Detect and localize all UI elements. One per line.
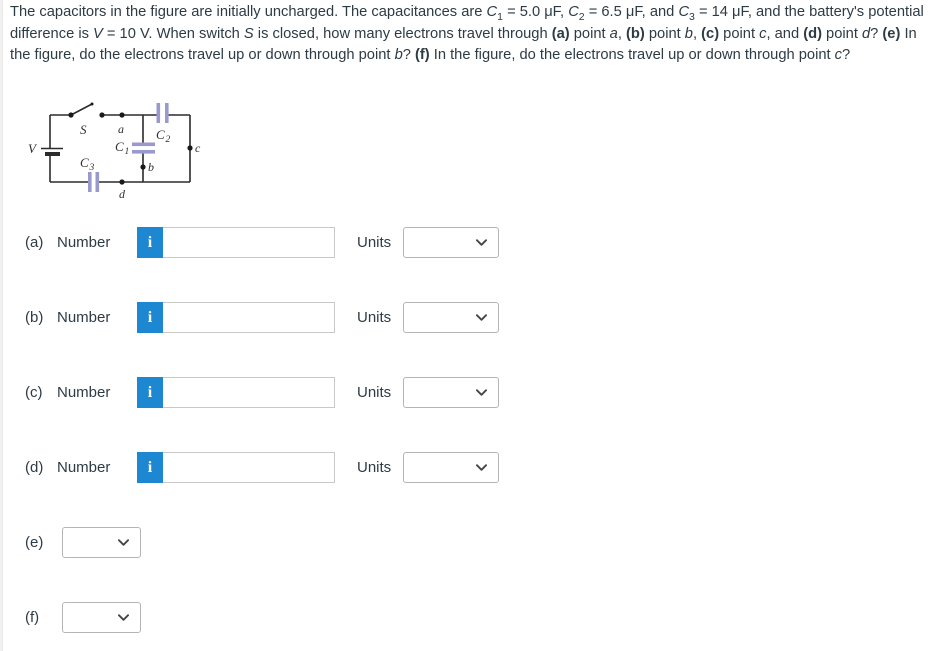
capacitor2-plate-left [156,103,161,123]
answer-row-b: (b) Number i Units [0,302,942,333]
label-point-b: b [148,160,154,174]
info-button[interactable]: i [137,227,163,258]
label-cap3-sub: 3 [89,163,95,173]
info-button[interactable]: i [137,302,163,333]
direction-select[interactable] [62,602,141,633]
part-label: (d) [25,459,44,476]
info-icon: i [147,458,153,476]
answer-row-e: (e) [0,527,942,558]
units-select-wrap [403,377,499,408]
units-label: Units [357,384,392,401]
capacitor3-plate-right [95,172,100,192]
label-switch: S [80,122,87,137]
label-cap1-sub: 1 [125,147,130,157]
label-point-d: d [119,187,126,201]
direction-select[interactable] [62,527,141,558]
capacitor1-plate-top [132,142,155,147]
part-label: (a) [25,234,44,251]
number-field-group: i [137,227,335,258]
number-field-group: i [137,302,335,333]
question-text: The capacitors in the figure are initial… [10,4,924,64]
switch-blade [70,103,93,116]
part-label: (f) [25,609,40,626]
circuit-figure: V S a C 2 c C 1 b C 3 d [28,102,201,201]
answer-row-a: (a) Number i Units [0,227,942,258]
number-field-group: i [137,377,335,408]
units-select[interactable] [403,377,499,408]
direction-select-wrap [62,527,141,558]
number-input[interactable] [163,452,335,483]
number-field-group: i [137,452,335,483]
label-point-a: a [118,122,124,136]
label-cap1-base: C [115,139,124,154]
label-cap2-sub: 2 [166,135,171,145]
label-cap3-base: C [80,155,89,170]
capacitor1-plate-bottom [132,150,155,154]
units-label: Units [357,234,392,251]
units-select-wrap [403,452,499,483]
capacitor2-plate-right [165,103,169,123]
node-b [140,164,146,170]
node-d [119,179,125,185]
units-select-wrap [403,227,499,258]
direction-select-wrap [62,602,141,633]
switch-node-right [99,112,105,118]
node-c [187,145,193,151]
units-select-wrap [403,302,499,333]
answer-row-d: (d) Number i Units [0,452,942,483]
switch-node-left [68,112,74,118]
number-label: Number [57,309,111,326]
info-icon: i [147,233,153,251]
number-label: Number [57,234,111,251]
label-battery: V [28,141,38,156]
number-input[interactable] [163,302,335,333]
part-label: (e) [25,534,44,551]
part-label: (b) [25,309,44,326]
node-a [119,112,125,118]
info-icon: i [147,308,153,326]
number-input[interactable] [163,377,335,408]
capacitor3-plate-left [88,172,92,192]
units-select[interactable] [403,452,499,483]
number-label: Number [57,384,111,401]
units-label: Units [357,309,392,326]
number-input[interactable] [163,227,335,258]
info-icon: i [147,383,153,401]
answer-row-f: (f) [0,602,942,633]
page-left-edge [0,0,3,651]
label-point-c: c [195,141,201,155]
label-cap2-base: C [156,127,165,142]
units-select[interactable] [403,227,499,258]
answer-row-c: (c) Number i Units [0,377,942,408]
info-button[interactable]: i [137,377,163,408]
units-label: Units [357,459,392,476]
number-label: Number [57,459,111,476]
switch-blade-tip [90,102,94,106]
units-select[interactable] [403,302,499,333]
part-label: (c) [25,384,43,401]
info-button[interactable]: i [137,452,163,483]
